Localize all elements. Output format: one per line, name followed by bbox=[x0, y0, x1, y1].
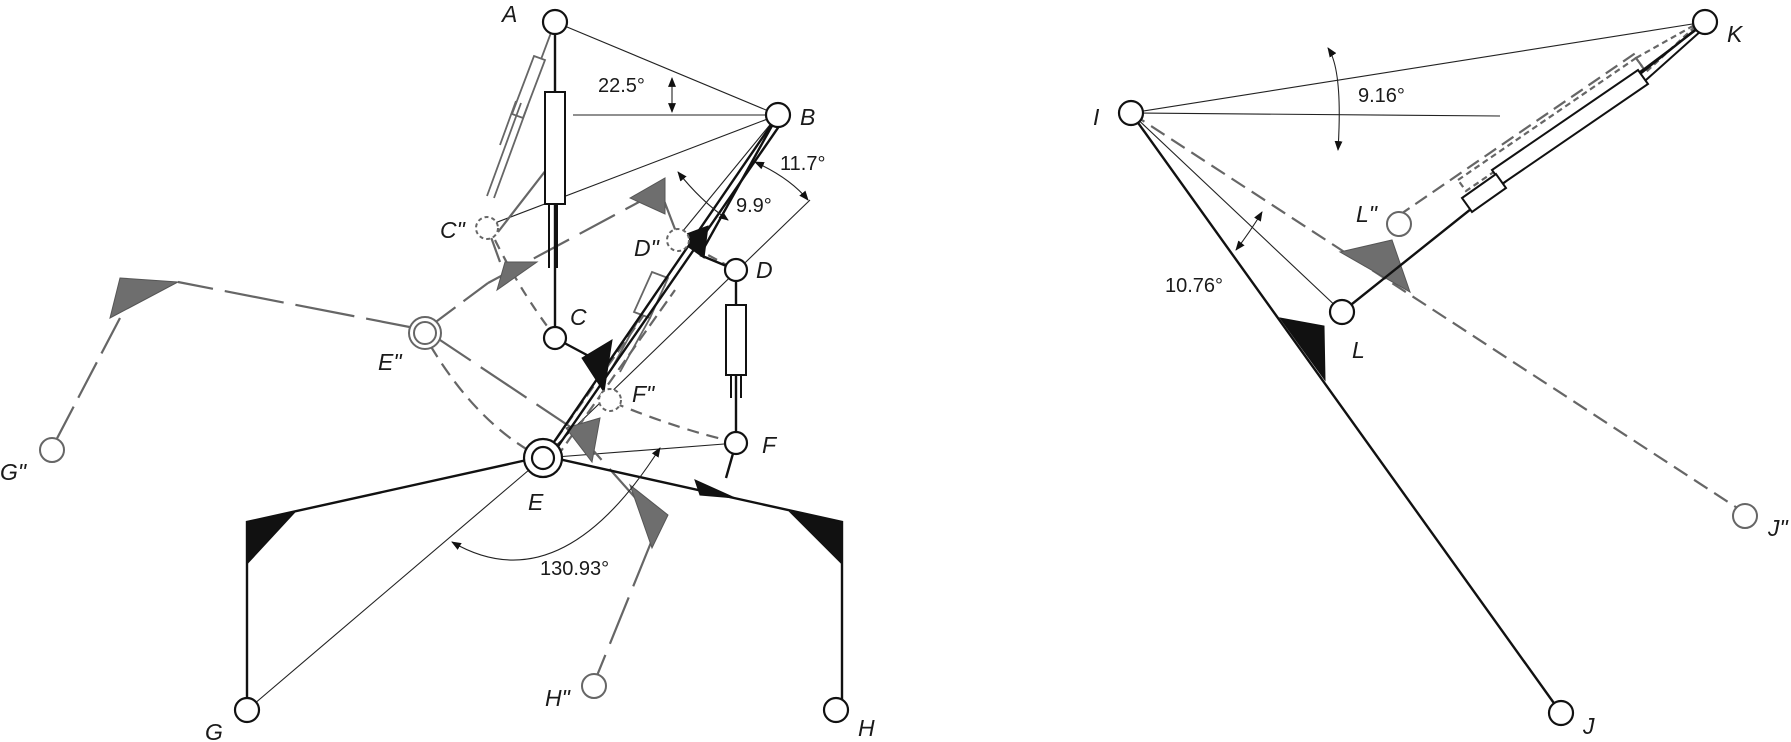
label-f: F bbox=[762, 432, 778, 458]
label-l: L bbox=[1352, 337, 1365, 363]
joint-g bbox=[233, 696, 261, 724]
cylinder-ac bbox=[544, 91, 566, 268]
joint-c bbox=[542, 325, 568, 351]
label-a: A bbox=[500, 1, 517, 27]
joint-h2 bbox=[581, 673, 607, 699]
label-k: K bbox=[1727, 21, 1744, 47]
label-j2: J" bbox=[1767, 515, 1790, 541]
cylinder-df bbox=[725, 304, 747, 398]
label-e2: E" bbox=[378, 349, 403, 375]
joint-g2 bbox=[39, 437, 65, 463]
solid-brackets bbox=[246, 225, 843, 566]
angle-label-ik: 9.16° bbox=[1358, 85, 1405, 107]
label-h2: H" bbox=[545, 685, 572, 711]
ghost-configuration bbox=[51, 151, 737, 684]
angle-label-bd: 11.7° bbox=[780, 153, 825, 175]
angle-marks-right bbox=[1235, 47, 1343, 251]
right-solid-bracket bbox=[1278, 317, 1326, 382]
joint-l2 bbox=[1386, 211, 1412, 237]
joint-b bbox=[764, 101, 792, 129]
joint-f bbox=[723, 430, 749, 456]
right-mechanism bbox=[1117, 8, 1758, 727]
label-f2: F" bbox=[632, 381, 656, 407]
joint-d2 bbox=[666, 228, 690, 252]
label-e: E bbox=[528, 489, 544, 515]
joint-e2-group bbox=[408, 316, 442, 350]
angle-marks-left bbox=[451, 77, 809, 561]
right-cylinder bbox=[1460, 26, 1703, 214]
label-j: J bbox=[1582, 713, 1595, 739]
joint-j2 bbox=[1732, 503, 1758, 529]
label-c2: C" bbox=[440, 217, 467, 243]
angle-label-ij: 10.76° bbox=[1165, 275, 1223, 297]
joint-f2 bbox=[598, 388, 622, 412]
joint-i bbox=[1117, 99, 1145, 127]
ghost-cylinder-ac bbox=[486, 21, 556, 199]
left-mechanism bbox=[39, 8, 850, 724]
label-d2: D" bbox=[634, 235, 661, 261]
label-g2: G" bbox=[0, 459, 28, 485]
right-ghost bbox=[1130, 21, 1746, 514]
joint-a bbox=[541, 8, 569, 36]
joint-h bbox=[822, 696, 850, 724]
joint-d bbox=[723, 257, 749, 283]
joint-l bbox=[1328, 298, 1356, 326]
joint-k bbox=[1691, 8, 1719, 36]
angle-label-bf: 9.9° bbox=[736, 195, 772, 217]
label-g: G bbox=[205, 719, 223, 742]
joint-j bbox=[1547, 699, 1575, 727]
label-c: C bbox=[570, 304, 587, 330]
label-l2: L" bbox=[1356, 201, 1379, 227]
joint-e-group bbox=[522, 437, 564, 479]
angle-label-ab: 22.5° bbox=[598, 75, 645, 97]
right-main bbox=[1130, 21, 1706, 714]
joint-c2 bbox=[475, 216, 499, 240]
label-h: H bbox=[858, 715, 875, 741]
right-construction-lines bbox=[1130, 21, 1706, 313]
angle-label-geh: 130.93° bbox=[540, 558, 609, 580]
label-i: I bbox=[1093, 104, 1100, 130]
label-b: B bbox=[800, 104, 815, 130]
label-d: D bbox=[756, 257, 773, 283]
